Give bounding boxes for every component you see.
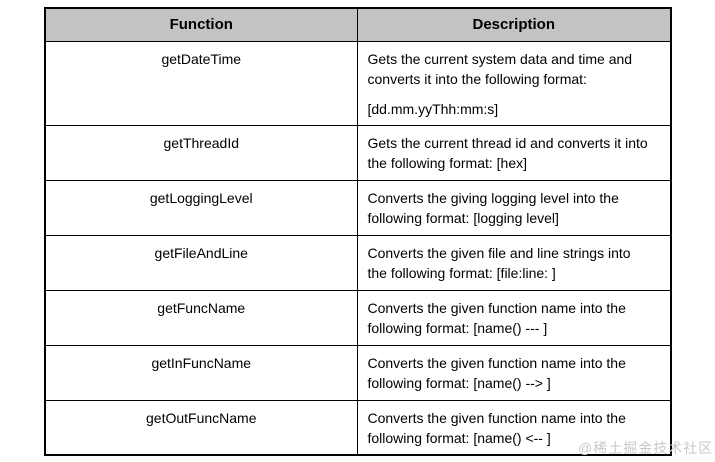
function-cell: getFileAndLine xyxy=(44,234,358,291)
description-text: Gets the current system data and time an… xyxy=(367,50,633,87)
description-cell: Converts the given function name into th… xyxy=(356,399,672,456)
header-function: Function xyxy=(44,7,358,42)
description-cell: Converts the given function name into th… xyxy=(356,289,672,346)
header-row: Function Description xyxy=(44,7,672,42)
header-description: Description xyxy=(356,7,672,42)
table-row: getDateTime Gets the current system data… xyxy=(44,40,672,126)
description-text: Converts the given function name into th… xyxy=(367,299,626,336)
function-cell: getInFuncName xyxy=(44,344,358,401)
table-row: getOutFuncName Converts the given functi… xyxy=(44,399,672,456)
description-cell: Converts the given function name into th… xyxy=(356,344,672,401)
description-text: Converts the given function name into th… xyxy=(367,354,626,391)
table-row: getInFuncName Converts the given functio… xyxy=(44,344,672,401)
function-cell: getFuncName xyxy=(44,289,358,346)
table-row: getThreadId Gets the current thread id a… xyxy=(44,124,672,181)
description-text: Gets the current thread id and converts … xyxy=(367,134,648,171)
table-row: getFuncName Converts the given function … xyxy=(44,289,672,346)
watermark: @稀土掘金技术社区 xyxy=(578,440,714,456)
function-cell: getDateTime xyxy=(44,40,358,126)
function-cell: getThreadId xyxy=(44,124,358,181)
description-cell: Gets the current thread id and converts … xyxy=(356,124,672,181)
description-cell: Gets the current system data and time an… xyxy=(356,40,672,126)
table-row: getLoggingLevel Converts the giving logg… xyxy=(44,179,672,236)
description-text: Converts the given function name into th… xyxy=(367,409,626,446)
description-cell: Converts the giving logging level into t… xyxy=(356,179,672,236)
description-text: Converts the giving logging level into t… xyxy=(367,189,619,226)
function-description-table: Function Description getDateTime Gets th… xyxy=(44,7,672,456)
function-cell: getOutFuncName xyxy=(44,399,358,456)
description-cell: Converts the given file and line strings… xyxy=(356,234,672,291)
description-text: Converts the given file and line strings… xyxy=(367,244,631,281)
description-format: [dd.mm.yyThh:mm:s] xyxy=(367,100,499,117)
table-row: getFileAndLine Converts the given file a… xyxy=(44,234,672,291)
function-cell: getLoggingLevel xyxy=(44,179,358,236)
